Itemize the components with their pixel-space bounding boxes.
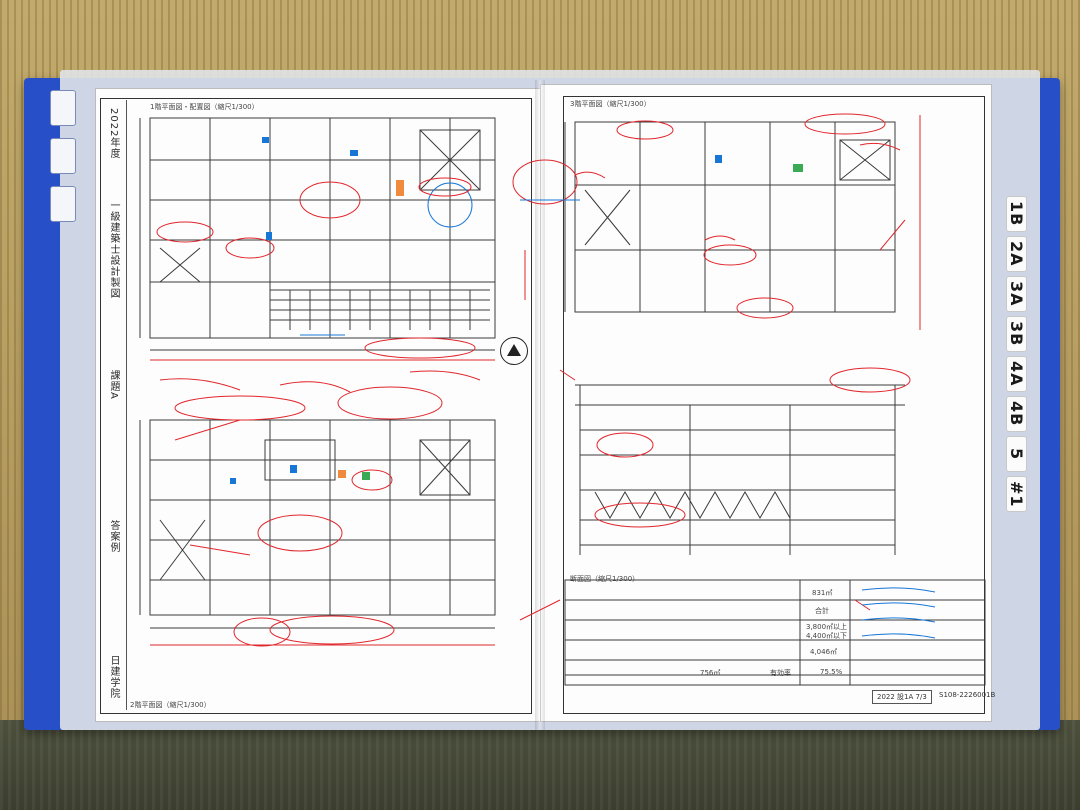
title-year: 2022年度 — [108, 108, 119, 160]
blue-marker-highlights — [230, 137, 722, 484]
title-answer-example: 答案例 — [108, 520, 119, 553]
red-pen-annotations — [150, 113, 921, 647]
first-floor-plan-caption: 1階平面図・配置図（縮尺1/300） — [150, 103, 259, 111]
index-tab-2a[interactable]: 2A — [1006, 236, 1027, 272]
folder-spine — [535, 80, 545, 730]
school-name: 日建学院 — [108, 655, 119, 699]
title-assignment: 課題A — [108, 370, 119, 400]
sheet-number: 2022 設1A 7/3 — [872, 690, 932, 704]
right-drawing-sheet — [540, 84, 992, 722]
area-value-1: 831㎡ — [812, 589, 833, 597]
plan-linework — [139, 117, 986, 686]
right-sheet-frame — [563, 96, 985, 714]
blue-pen-annotations — [300, 199, 936, 639]
title-subject: 一級建築士設計製図 — [108, 200, 119, 299]
folder-left-tabs — [50, 90, 82, 234]
area-minimum: 3,800㎡以上 — [806, 623, 848, 631]
document-code: S108-2226001B — [939, 691, 996, 699]
second-floor-plan-caption: 2階平面図（縮尺1/300） — [130, 701, 211, 709]
green-marker-highlights — [362, 164, 803, 480]
index-tab-4a[interactable]: 4A — [1006, 356, 1027, 392]
efficiency-label: 有効率 — [770, 669, 791, 677]
area-maximum: 4,400㎡以下 — [806, 632, 848, 640]
second-floor-outline — [149, 419, 496, 616]
folder-tab — [50, 186, 76, 222]
folder-tab — [50, 138, 76, 174]
tatami-edge-border — [0, 720, 1080, 810]
first-floor-outline — [149, 117, 496, 339]
left-sheet-frame — [100, 98, 532, 714]
area-effective: 756㎡ — [700, 669, 721, 677]
efficiency-value: 75.5% — [820, 668, 843, 676]
area-table-outline — [564, 579, 986, 686]
north-arrow-icon — [500, 337, 528, 365]
index-tabs: 1B 2A 3A 3B 4A 4B 5 #1 — [1006, 196, 1046, 516]
folder-tab — [50, 90, 76, 126]
section-caption: 断面図（縮尺1/300） — [570, 575, 640, 583]
index-tab-extra[interactable]: #1 — [1006, 476, 1027, 512]
index-tab-4b[interactable]: 4B — [1006, 396, 1027, 432]
index-tab-1b[interactable]: 1B — [1006, 196, 1027, 232]
sheet-title-column: 2022年度 一級建築士設計製図 課題A 答案例 日建学院 — [100, 100, 127, 710]
total-label: 合計 — [815, 607, 829, 615]
area-total: 4,046㎡ — [810, 648, 838, 656]
index-tab-3b[interactable]: 3B — [1006, 316, 1027, 352]
index-tab-5[interactable]: 5 — [1006, 436, 1027, 472]
third-floor-plan-caption: 3階平面図（縮尺1/300） — [570, 100, 651, 108]
orange-marker-highlights — [338, 180, 404, 478]
index-tab-3a[interactable]: 3A — [1006, 276, 1027, 312]
third-floor-outline — [574, 121, 896, 313]
